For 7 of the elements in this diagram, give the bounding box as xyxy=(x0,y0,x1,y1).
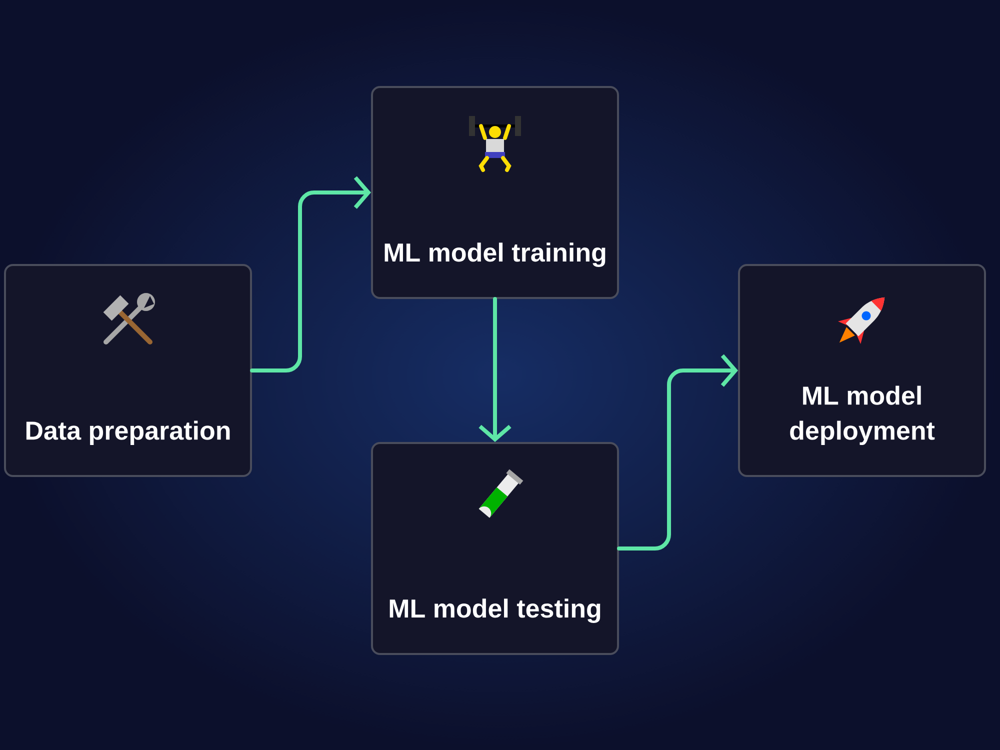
arrow xyxy=(250,176,371,372)
arrow xyxy=(617,354,738,550)
process-box: ML model training xyxy=(371,86,619,299)
arrow xyxy=(478,297,512,442)
process-box: ML model deployment xyxy=(738,264,986,477)
process-box: Data preparation xyxy=(4,264,252,477)
process-box: ML model testing xyxy=(371,442,619,655)
